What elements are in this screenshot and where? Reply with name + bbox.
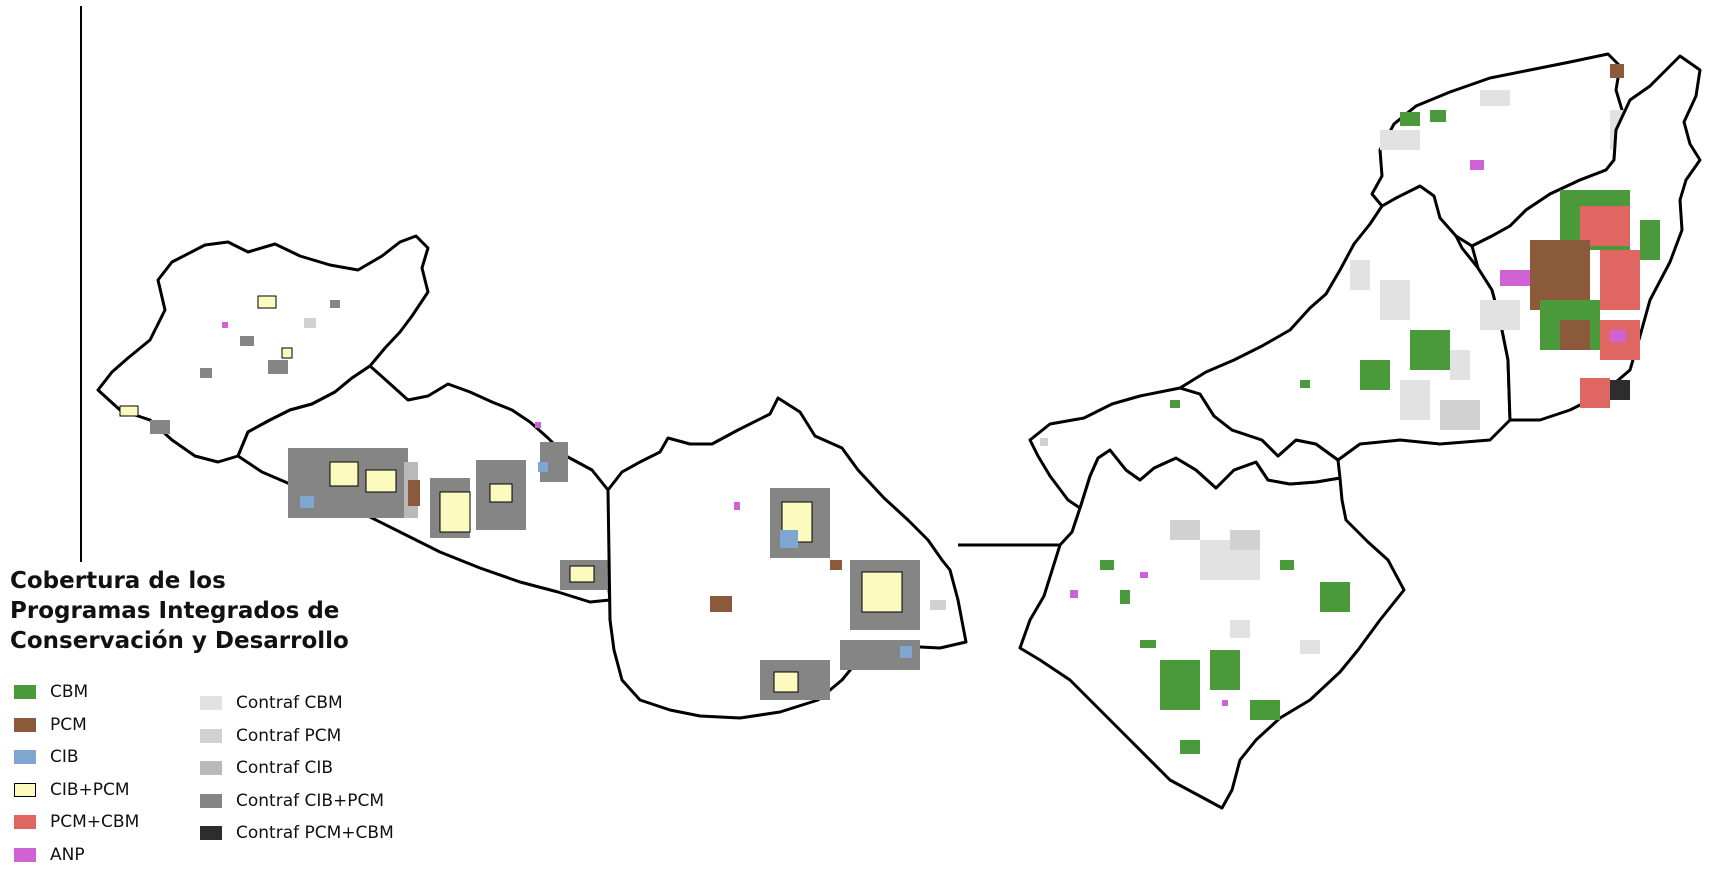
legend-item-contraf-cbm: Contraf CBM xyxy=(200,687,394,720)
legend-label: CIB xyxy=(50,747,79,767)
legend-label: CIB+PCM xyxy=(50,780,130,800)
blue-swatch-icon xyxy=(14,750,36,764)
brown-swatch-icon xyxy=(14,718,36,732)
cream-swatch-icon xyxy=(14,783,36,797)
gray-swatch-icon xyxy=(200,729,222,743)
divider-line xyxy=(80,6,82,562)
legend-label: PCM+CBM xyxy=(50,812,139,832)
legend-item-contraf-pcm-cbm: Contraf PCM+CBM xyxy=(200,817,394,850)
legend-title: Cobertura de los Programas Integrados de… xyxy=(10,566,370,656)
red-swatch-icon xyxy=(14,815,36,829)
region-oaxaca xyxy=(608,398,966,718)
legend-label: Contraf CIB xyxy=(236,758,333,778)
legend-label: Contraf PCM+CBM xyxy=(236,823,394,843)
dark-gray-swatch-icon xyxy=(200,794,222,808)
legend-label: PCM xyxy=(50,715,87,735)
legend-item-cib-pcm: CIB+PCM xyxy=(14,774,139,807)
legend-item-pcm-cbm: PCM+CBM xyxy=(14,806,139,839)
legend-title-line-2: Programas Integrados de xyxy=(10,596,370,626)
legend-item-contraf-cib: Contraf CIB xyxy=(200,752,394,785)
legend-item-pcm: PCM xyxy=(14,709,139,742)
legend-label: ANP xyxy=(50,845,85,865)
legend-title-line-1: Cobertura de los xyxy=(10,566,370,596)
legend-column-2: Contraf CBM Contraf PCM Contraf CIB Cont… xyxy=(200,687,394,850)
legend-column-1: CBM PCM CIB CIB+PCM PCM+CBM ANP xyxy=(14,676,139,871)
legend-label: CBM xyxy=(50,682,88,702)
mid-gray-swatch-icon xyxy=(200,761,222,775)
light-gray-swatch-icon xyxy=(200,696,222,710)
legend-item-cib: CIB xyxy=(14,741,139,774)
legend-label: Contraf CBM xyxy=(236,693,343,713)
legend-title-line-3: Conservación y Desarrollo xyxy=(10,626,370,656)
black-swatch-icon xyxy=(200,826,222,840)
legend-item-cbm: CBM xyxy=(14,676,139,709)
legend-item-contraf-pcm: Contraf PCM xyxy=(200,720,394,753)
legend-item-anp: ANP xyxy=(14,839,139,871)
magenta-swatch-icon xyxy=(14,848,36,862)
green-swatch-icon xyxy=(14,685,36,699)
legend-label: Contraf PCM xyxy=(236,726,341,746)
legend-item-contraf-cib-pcm: Contraf CIB+PCM xyxy=(200,785,394,818)
legend-label: Contraf CIB+PCM xyxy=(236,791,384,811)
